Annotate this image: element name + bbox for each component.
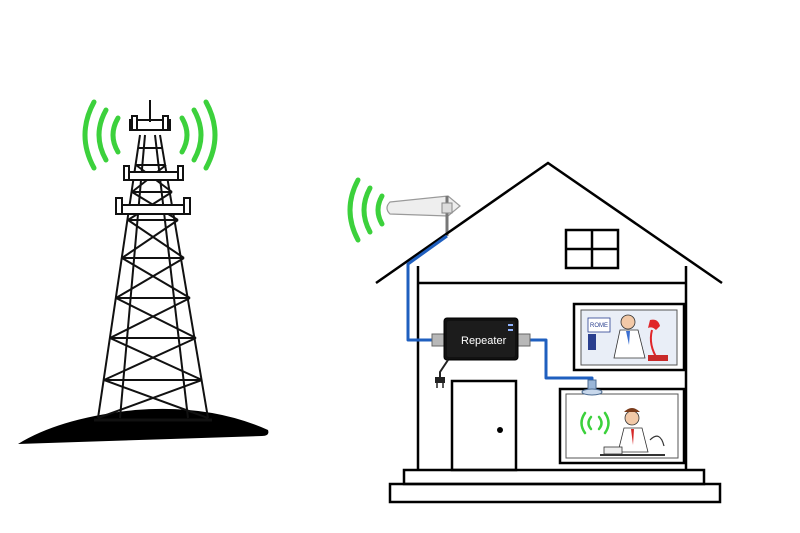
roof <box>375 161 723 285</box>
door-knob <box>497 427 503 433</box>
desk-window <box>558 387 686 465</box>
office-sign-text: ROME <box>590 323 608 329</box>
yagi-antenna-icon <box>386 195 461 236</box>
coax-cables <box>406 234 594 380</box>
cell-tower-icon <box>94 100 212 422</box>
door <box>450 379 518 472</box>
repeater-label: Repeater <box>461 335 507 347</box>
house <box>375 161 723 504</box>
tower-signal-left-icon <box>82 99 121 171</box>
indoor-signal-icon <box>580 411 610 435</box>
ground-hill <box>18 408 269 444</box>
tower-signal-right-icon <box>179 99 218 171</box>
ceiling-antenna-icon <box>581 379 603 396</box>
antenna-signal-icon <box>347 177 385 243</box>
power-plug-icon <box>435 359 449 388</box>
office-window: ROME <box>572 302 686 372</box>
repeater-unit: Repeater <box>431 317 531 361</box>
